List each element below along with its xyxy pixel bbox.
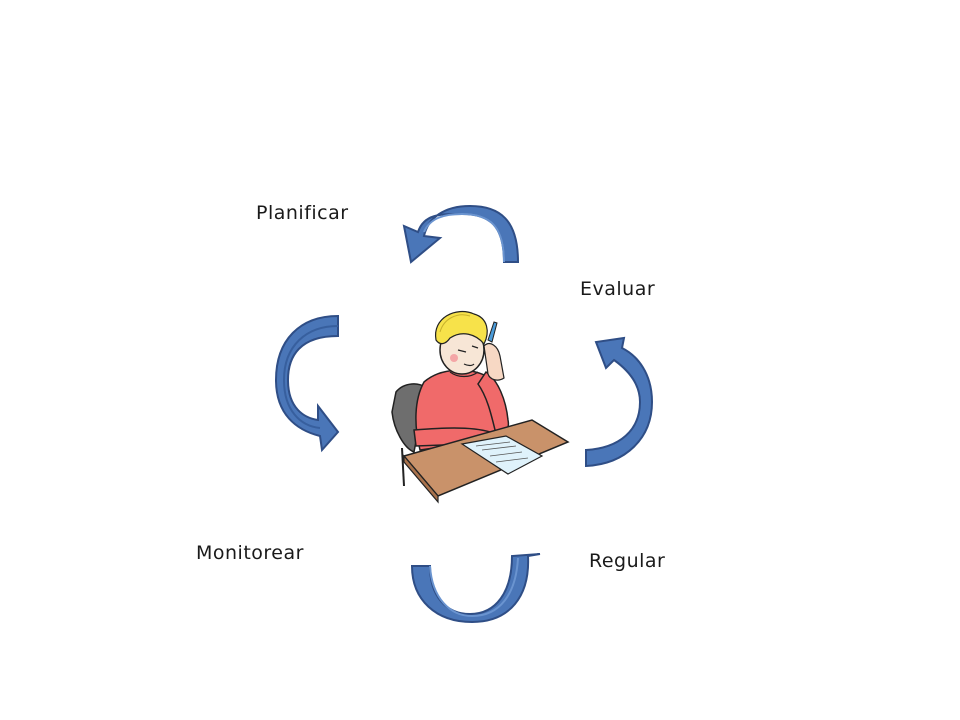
student-thinking-at-desk-icon	[391, 310, 570, 504]
curved-arrow-icon-top	[402, 204, 520, 264]
curved-arrow-icon-right	[585, 336, 654, 468]
label-evaluar: Evaluar	[580, 278, 656, 300]
label-regular: Regular	[589, 550, 666, 572]
label-planificar: Planificar	[256, 202, 349, 224]
curved-arrow-icon-bottom	[410, 553, 541, 624]
curved-arrow-icon-left	[274, 314, 340, 453]
label-monitorear: Monitorear	[196, 542, 304, 564]
